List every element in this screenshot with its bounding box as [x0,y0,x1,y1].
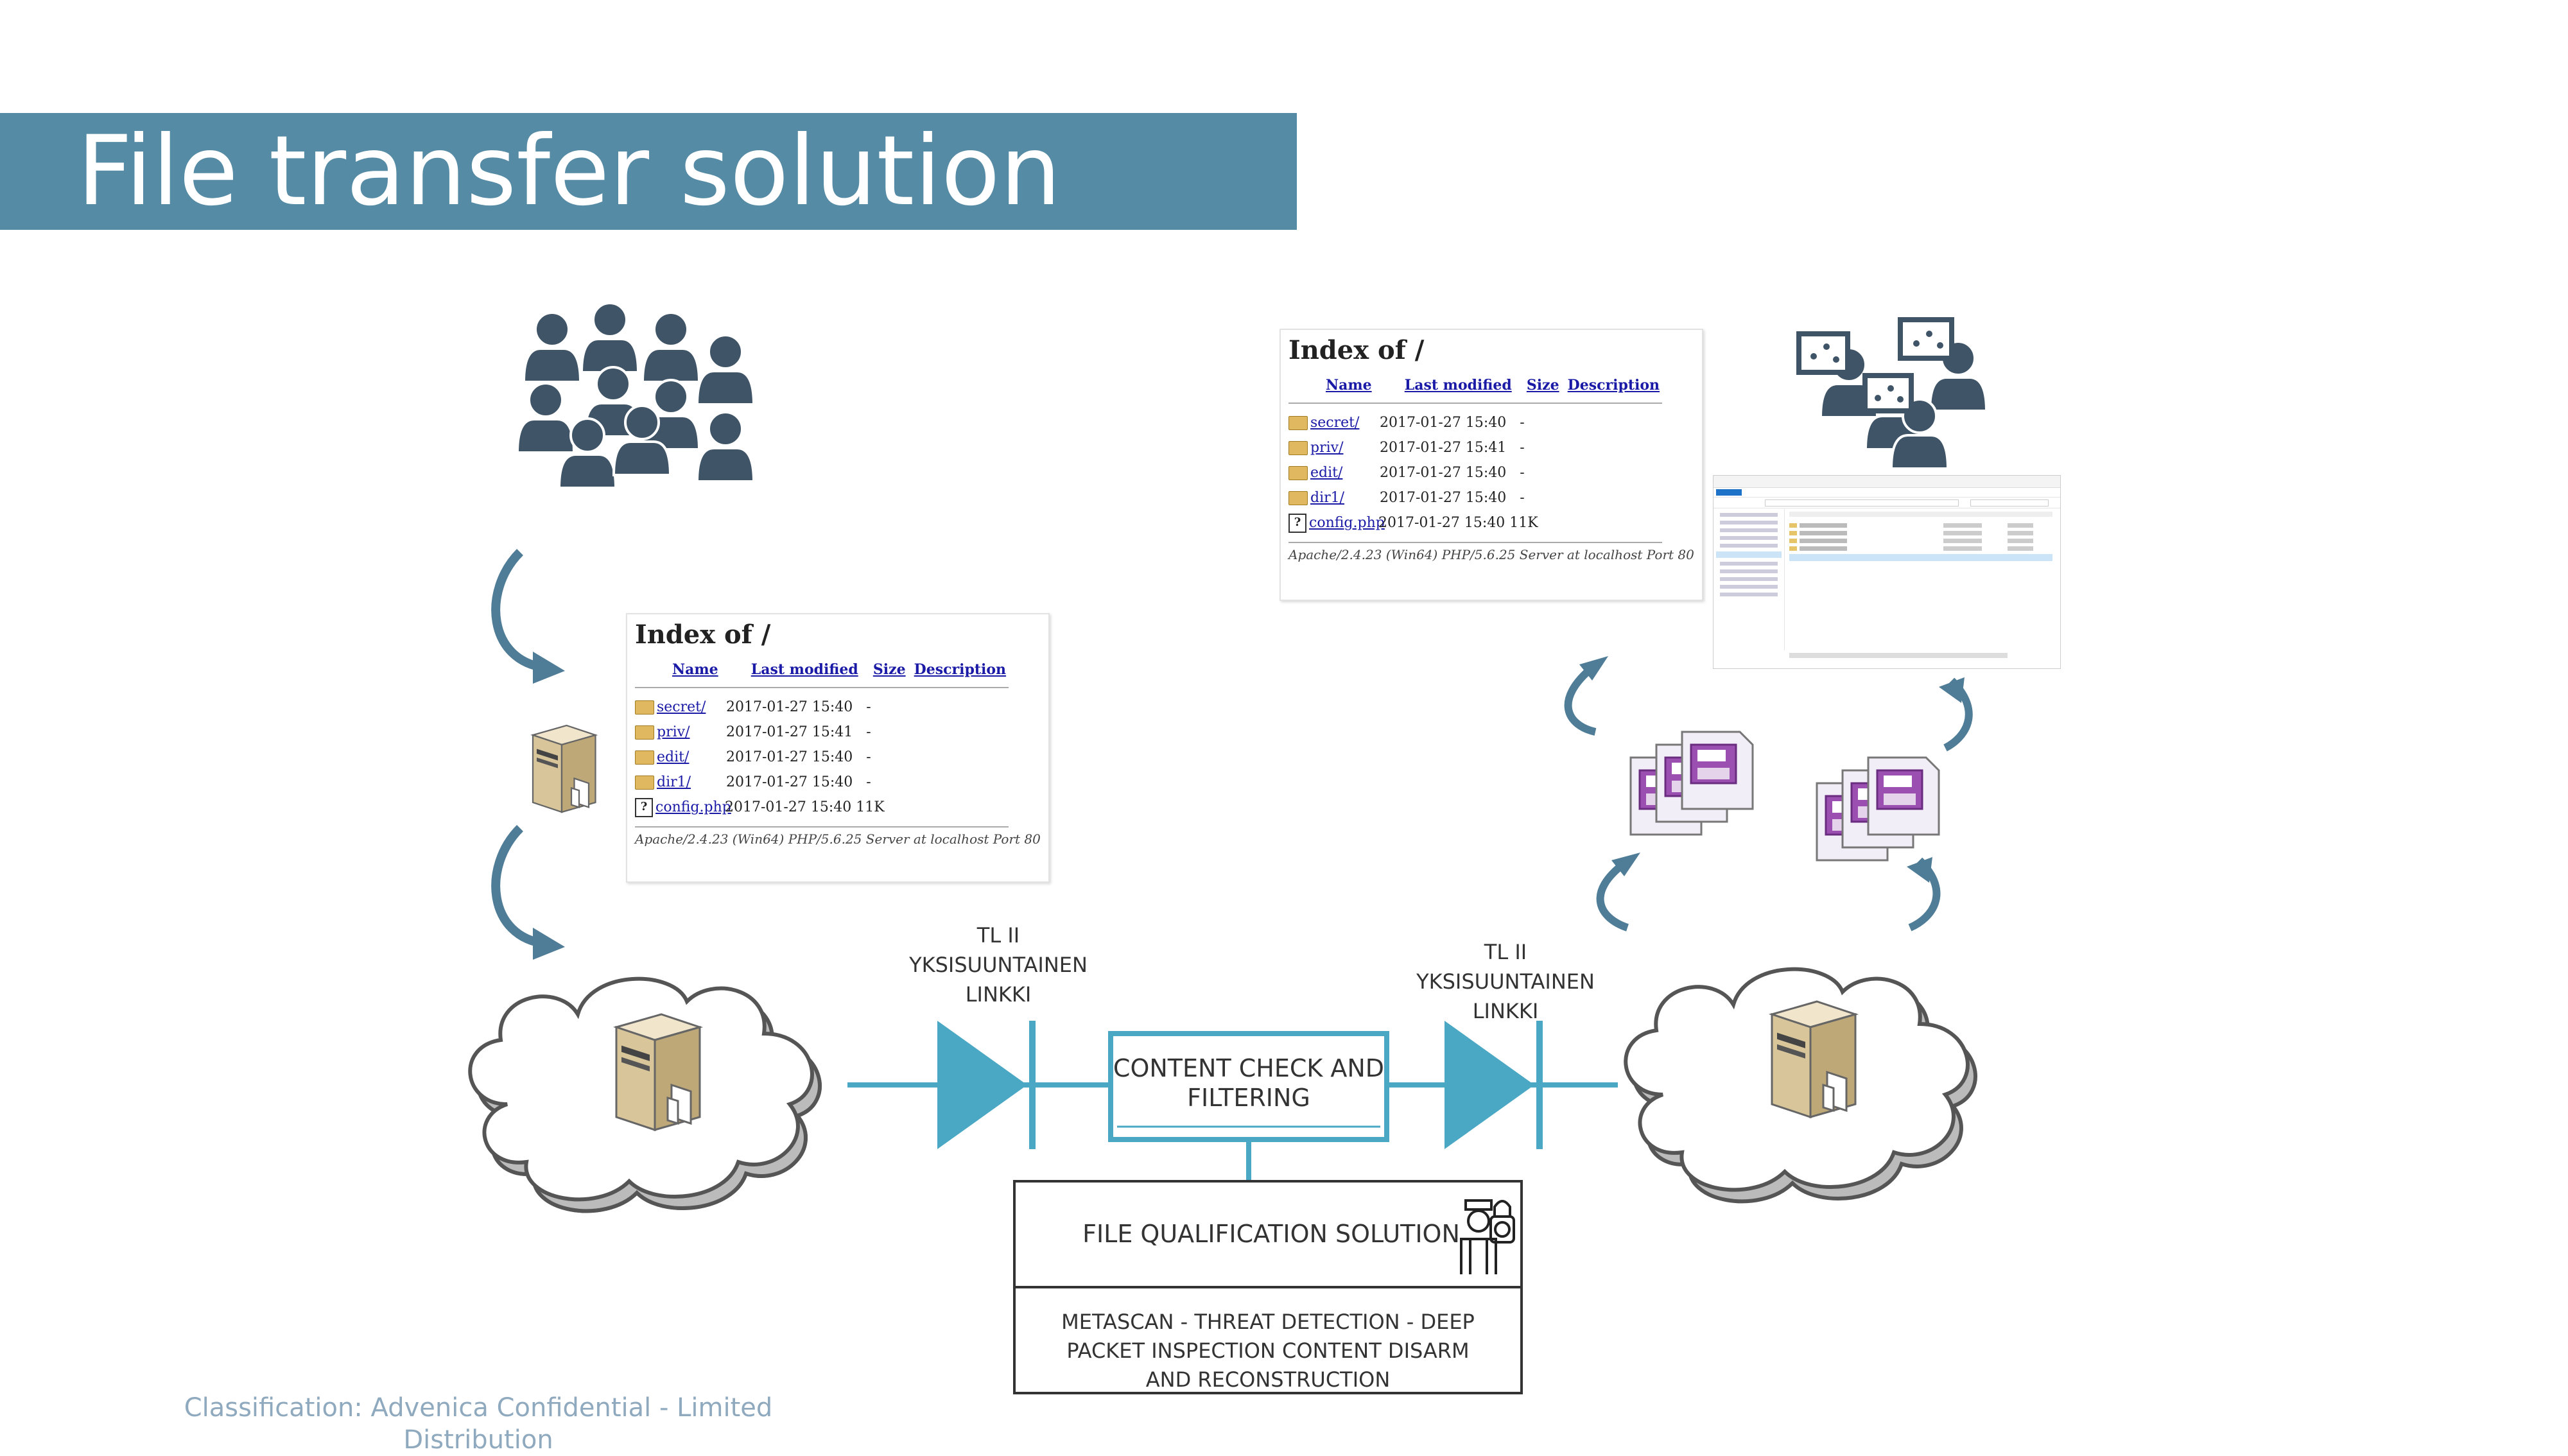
user-group-icon [516,302,755,489]
link-label-line: LINKKI [966,982,1032,1007]
server-icon [615,1013,701,1131]
curved-arrow-icon [491,825,547,948]
column-last-modified: Last modified [750,661,858,678]
arrowhead-icon [533,652,565,684]
folder-icon [1288,441,1308,455]
link-label-right: TL II YKSISUUNTAINEN LINKKI [1416,940,1595,1023]
file-explorer-screenshot [1713,475,2061,669]
link-label-line: LINKKI [1473,999,1539,1023]
listing-heading: Index of / [635,620,771,650]
data-diode-icon [937,1021,1036,1149]
security-guard-icon [1460,1199,1515,1274]
metascan-line: AND RECONSTRUCTION [1146,1367,1391,1392]
column-size: Size [1526,377,1559,394]
unknown-file-icon: ? [1288,514,1306,533]
arrowhead-icon [1611,853,1640,876]
explorer-titlebar [1713,476,2060,488]
folder-icon [1288,491,1308,505]
explorer-scrollbar [1789,653,2008,658]
arrowhead-icon [1939,677,1965,703]
document-stack-icon [1629,731,1754,836]
listing-row: secret/2017-01-27 15:40 - [1288,410,1694,435]
column-size: Size [872,661,906,678]
listing-footer: Apache/2.4.23 (Win64) PHP/5.6.25 Server … [1288,547,1694,562]
column-name: Name [672,661,718,678]
directory-listing-screenshot: Index of / Name Last modified Size Descr… [626,613,1050,883]
link-label-line: TL II [1484,940,1527,964]
folder-icon [635,750,654,765]
explorer-addressbar [1713,498,2060,508]
slide-title: File transfer solution [77,116,1061,227]
curved-arrow-icon [491,549,547,672]
listing-row: priv/2017-01-27 15:41 - [635,720,1041,745]
link-label-line: TL II [976,923,1019,948]
listing-footer: Apache/2.4.23 (Win64) PHP/5.6.25 Server … [635,831,1041,847]
folder-icon [1288,466,1308,480]
users-with-screens-icon [1796,317,1988,470]
explorer-file-list [1789,512,2052,564]
content-check-line: CONTENT CHECK AND [1113,1054,1384,1082]
content-check-box [1108,1031,1389,1142]
content-check-line: FILTERING [1187,1084,1310,1112]
listing-row: dir1/2017-01-27 15:40 - [635,770,1041,795]
title-bar [0,113,1297,230]
metascan-line: METASCAN - THREAT DETECTION - DEEP [1061,1310,1475,1334]
document-stack-icon [1816,756,1940,862]
folder-icon [635,725,654,740]
listing-row: ?config.php2017-01-27 15:40 11K [1288,510,1694,535]
server-icon [532,724,596,813]
curved-arrow-icon [1596,860,1629,932]
classification-line: Classification: Advenica Confidential - … [184,1393,773,1423]
metascan-line: PACKET INSPECTION CONTENT DISARM [1066,1339,1469,1363]
unknown-file-icon: ? [635,798,653,817]
listing-row: ?config.php2017-01-27 15:40 11K [635,795,1041,820]
classification-line: Distribution [403,1425,553,1455]
link-label-line: YKSISUUNTAINEN [1416,969,1595,994]
folder-icon [635,700,654,715]
explorer-ribbon [1713,488,2060,498]
arrowhead-icon [1907,857,1932,883]
column-description: Description [1567,377,1660,394]
link-label-left: TL II YKSISUUNTAINEN LINKKI [908,923,1088,1007]
data-diode-icon [1444,1021,1543,1149]
server-icon [1771,1000,1857,1118]
arrowhead-icon [1579,656,1608,680]
link-label-line: YKSISUUNTAINEN [908,953,1088,977]
file-qualification-label: FILE QUALIFICATION SOLUTION [1082,1220,1460,1248]
listing-heading: Index of / [1288,335,1425,365]
column-name: Name [1326,377,1372,394]
folder-icon [635,776,654,790]
classification-footer: Classification: Advenica Confidential - … [148,1392,809,1456]
folder-icon [1288,416,1308,430]
explorer-nav-pane [1713,509,1785,650]
listing-row: edit/2017-01-27 15:40 - [635,745,1041,770]
listing-row: edit/2017-01-27 15:40 - [1288,460,1694,485]
column-description: Description [914,661,1007,678]
directory-listing-screenshot: Index of / Name Last modified Size Descr… [1280,329,1703,601]
listing-row: dir1/2017-01-27 15:40 - [1288,485,1694,510]
curved-arrow-icon [1564,664,1597,736]
column-last-modified: Last modified [1404,377,1512,394]
listing-row: secret/2017-01-27 15:40 - [635,695,1041,720]
arrowhead-icon [533,928,565,960]
listing-row: priv/2017-01-27 15:41 - [1288,435,1694,460]
